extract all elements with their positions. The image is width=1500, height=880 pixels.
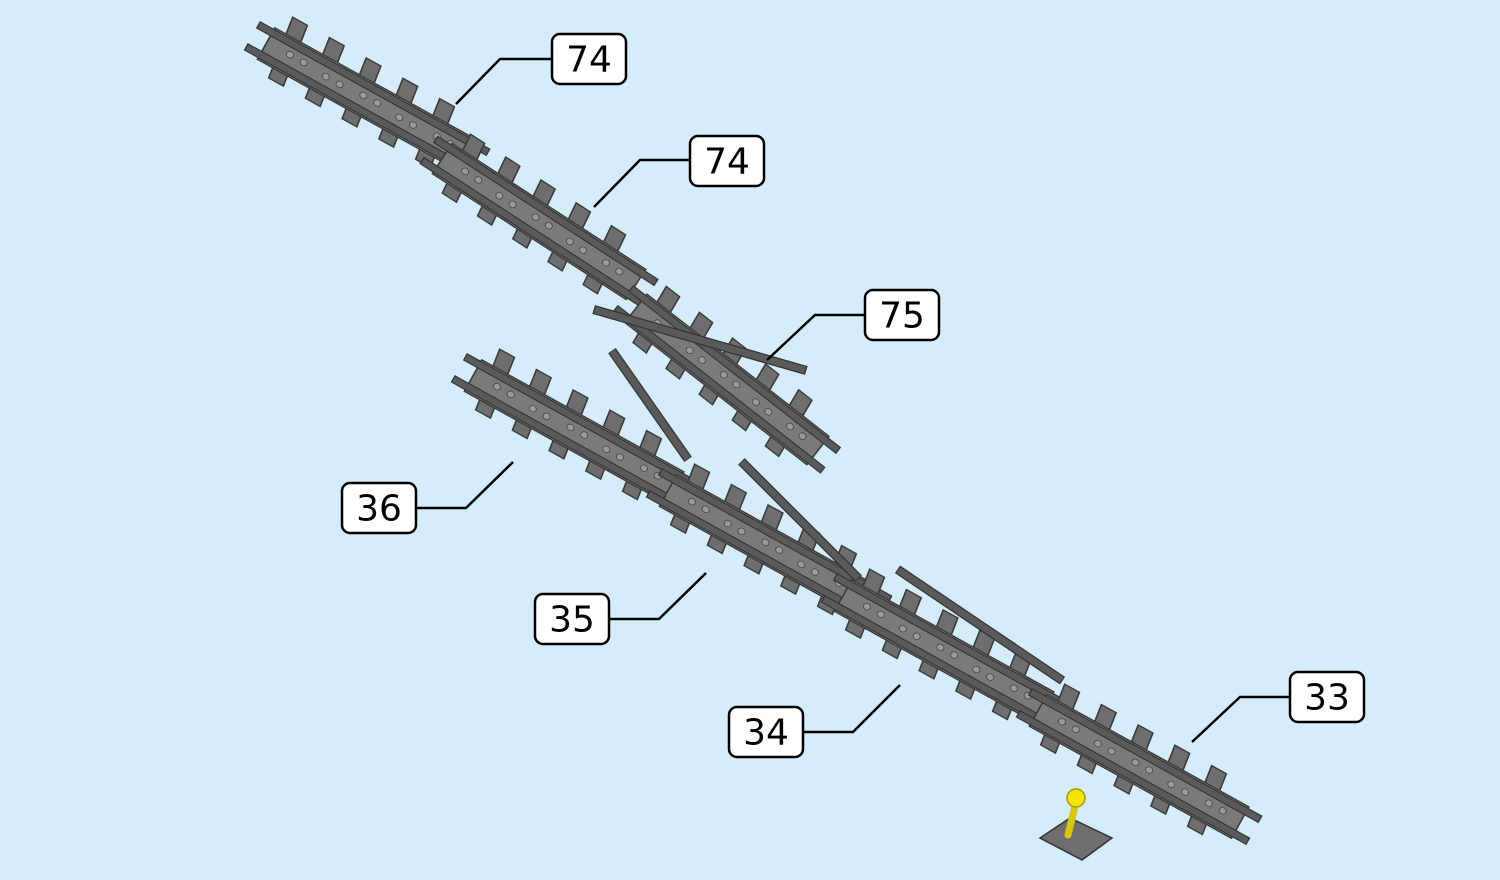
callout-74-upper: 74: [455, 32, 628, 105]
callout-35: 35: [533, 572, 707, 646]
callout-label: 75: [879, 296, 925, 337]
switch-base-33: [1009, 670, 1273, 861]
callout-label: 35: [549, 600, 595, 641]
callout-label: 33: [1304, 678, 1350, 719]
callout-34: 34: [727, 684, 901, 759]
switch-lever-icon: [1064, 788, 1086, 839]
callout-75: 75: [766, 288, 941, 361]
curved-track-74-lower: [412, 119, 670, 318]
callout-74-lower: 74: [593, 134, 766, 208]
callout-label: 34: [743, 713, 789, 754]
callout-label: 74: [704, 142, 750, 183]
lever-base: [1038, 817, 1114, 861]
callout-36: 36: [340, 461, 514, 535]
callout-label: 36: [356, 489, 402, 530]
callout-label: 74: [566, 40, 612, 81]
callout-33: 33: [1191, 670, 1366, 743]
